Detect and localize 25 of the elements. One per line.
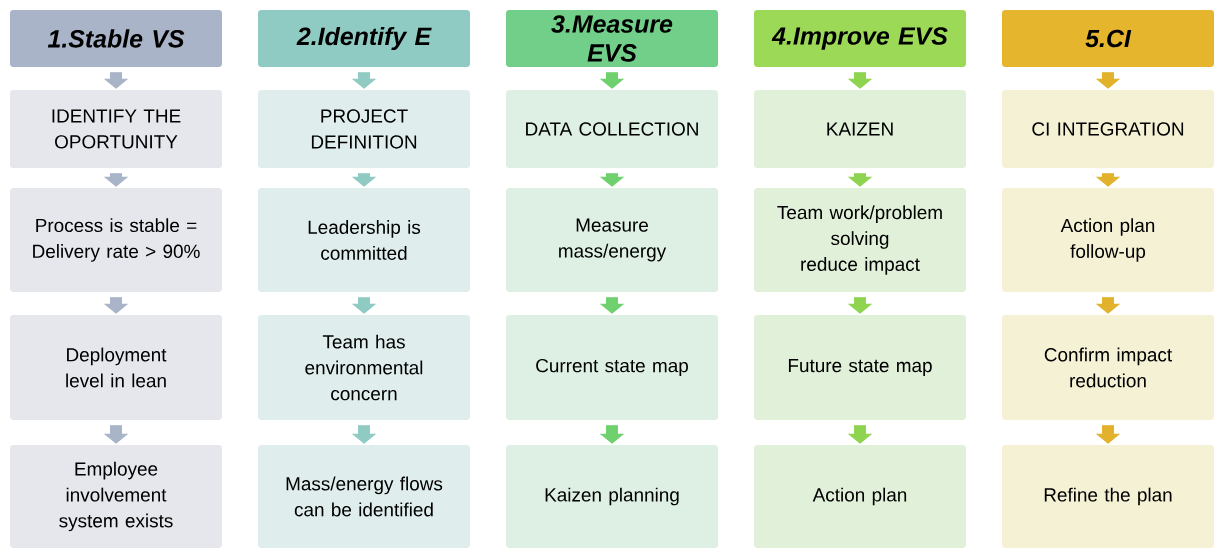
step-box: Mass/energy flows can be identified (258, 445, 470, 548)
step-box: Measure mass/energy (506, 188, 718, 292)
step-box: Kaizen planning (506, 445, 718, 548)
step-box: CI INTEGRATION (1002, 90, 1214, 168)
step-box: Deployment level in lean (10, 315, 222, 420)
step-box: Employee involvement system exists (10, 445, 222, 548)
step-box: IDENTIFY THE OPORTUNITY (10, 90, 222, 168)
step-box: DATA COLLECTION (506, 90, 718, 168)
stage-header: 5.CI (1002, 10, 1214, 67)
step-box: Future state map (754, 315, 966, 420)
stage-header: 3.Measure EVS (506, 10, 718, 67)
step-box: Team has environmental concern (258, 315, 470, 420)
stage-header: 4.Improve EVS (754, 10, 966, 67)
step-box: Refine the plan (1002, 445, 1214, 548)
step-box: KAIZEN (754, 90, 966, 168)
step-box: Action plan (754, 445, 966, 548)
step-box: Leadership is committed (258, 188, 470, 292)
step-box: Process is stable = Delivery rate > 90% (10, 188, 222, 292)
step-box: Confirm impact reduction (1002, 315, 1214, 420)
stage-header: 2.Identify E (258, 10, 470, 67)
step-box: Current state map (506, 315, 718, 420)
stage-header: 1.Stable VS (10, 10, 222, 67)
step-box: Team work/problem solving reduce impact (754, 188, 966, 292)
step-box: PROJECT DEFINITION (258, 90, 470, 168)
step-box: Action plan follow-up (1002, 188, 1214, 292)
